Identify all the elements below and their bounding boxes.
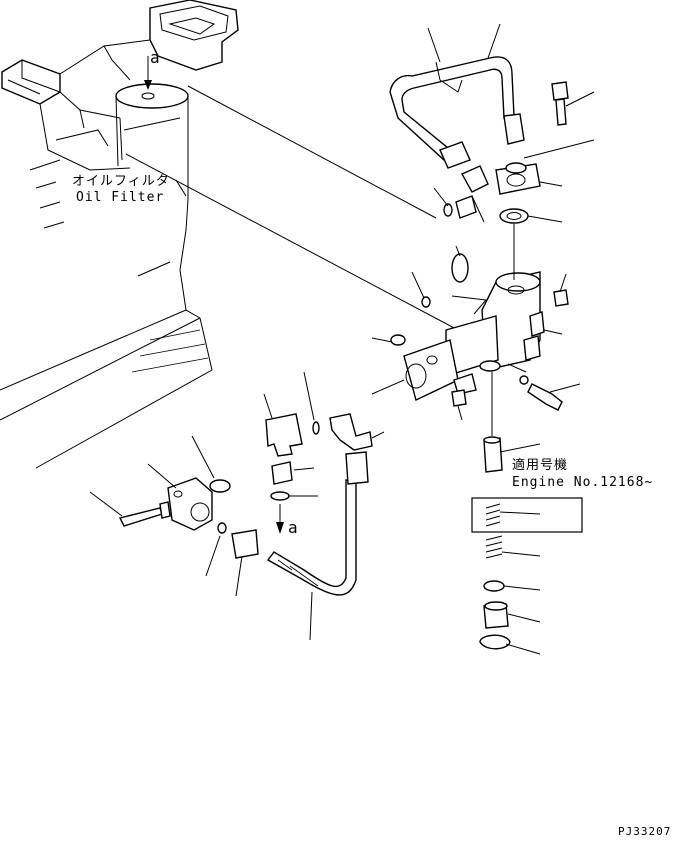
arrow-a-bottom-label: a: [288, 518, 299, 537]
applicable-label-jp: 適用号機: [512, 458, 569, 473]
spring-box: [471, 497, 583, 533]
callout-lines: [89, 23, 595, 655]
engine-block: [0, 0, 459, 469]
lower-fittings: [118, 413, 373, 596]
oil-pipe-upper: [389, 56, 569, 224]
oil-filter-label-en: Oil Filter: [76, 190, 165, 205]
relief-valve-body: [390, 224, 569, 436]
engine-number-label: Engine No.12168~: [512, 475, 654, 490]
oil-filter-label-jp: オイルフィルタ: [72, 174, 170, 189]
arrow-a-top-label: a: [150, 48, 161, 67]
drawing-number: PJ33207: [618, 825, 672, 838]
